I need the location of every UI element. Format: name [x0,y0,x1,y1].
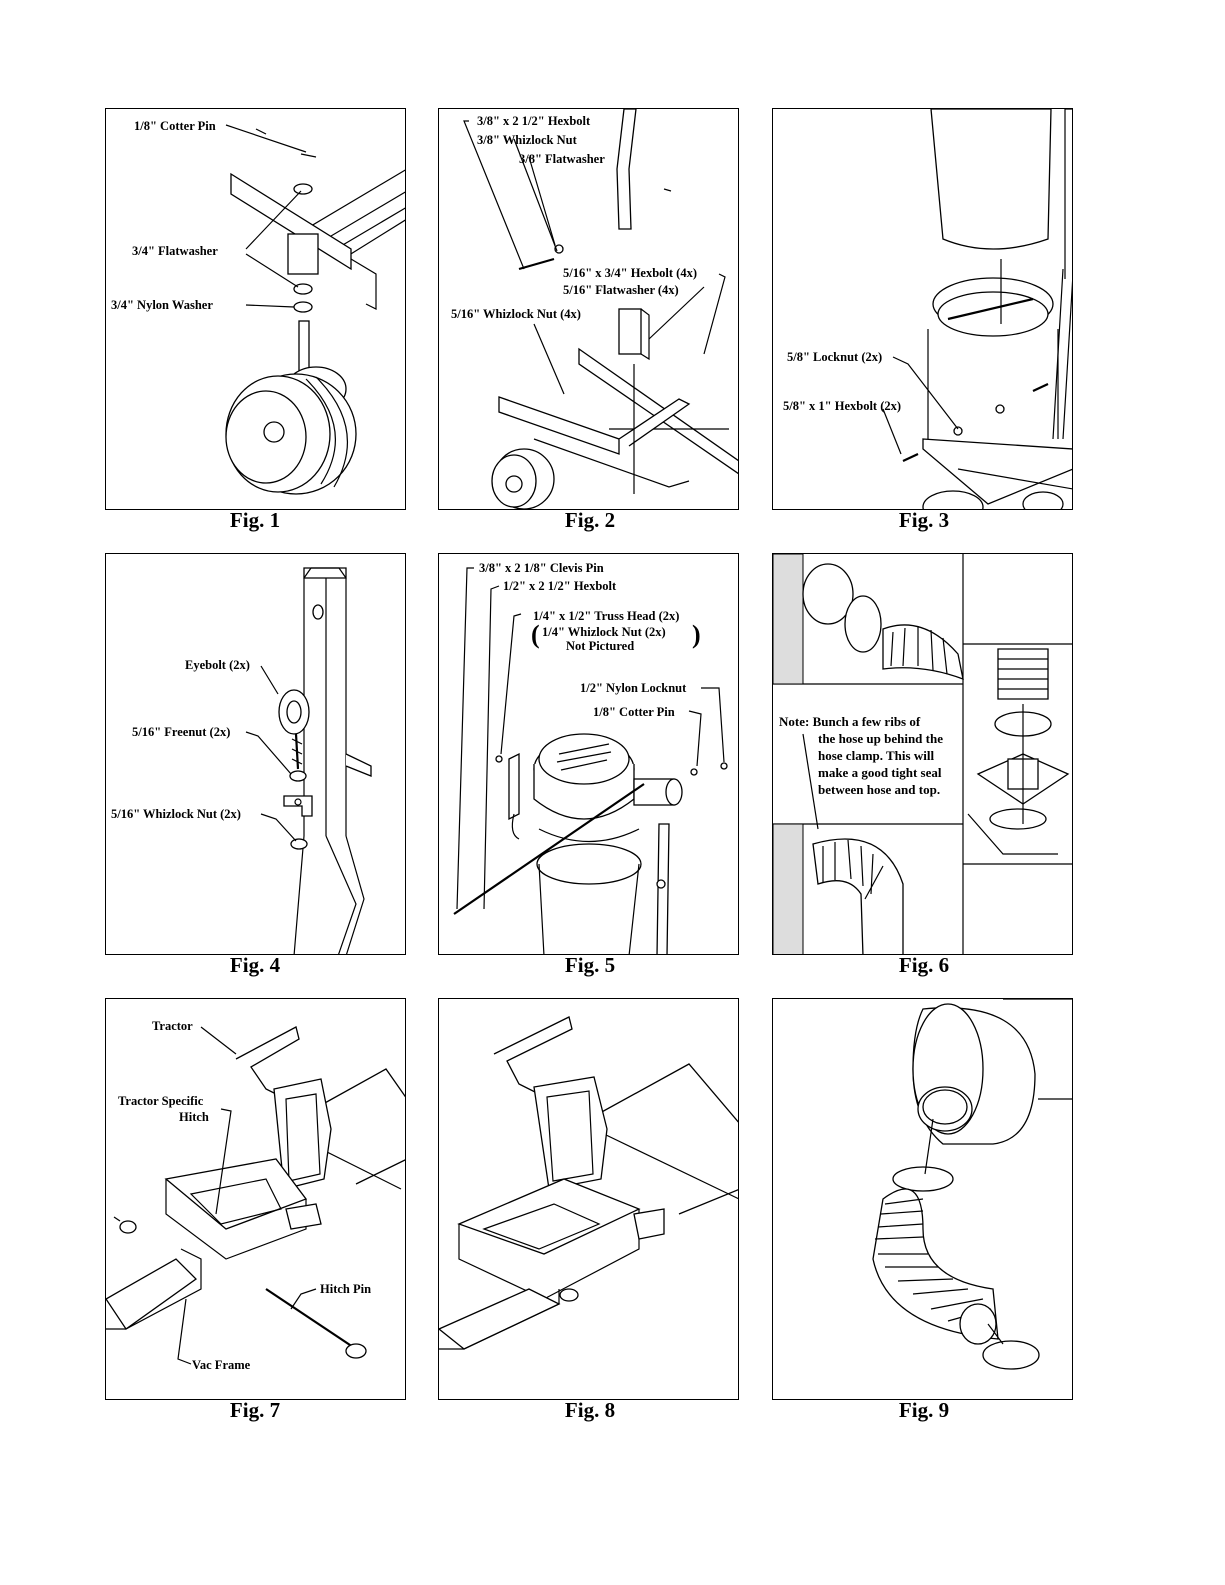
label-nylon-locknut: 1/2" Nylon Locknut [580,681,687,695]
figure-4-caption: Fig. 4 [229,953,281,977]
figure-4-drawing [245,567,372,954]
figure-6-panel: Note: Bunch a few ribs of the hose up be… [772,553,1073,955]
figure-3-panel: 5/8" Locknut (2x) 5/8" x 1" Hexbolt (2x) [772,108,1073,510]
label-eyebolt: Eyebolt (2x) [185,658,250,672]
note-line-1: Note: Bunch a few ribs of [779,714,921,729]
figure-7-panel: Tractor Tractor Specific Hitch Hitch Pin… [105,998,406,1400]
figure-9-panel [772,998,1073,1400]
note-line-2: the hose up behind the [818,731,943,746]
label-hexbolt-5-16: 5/16" x 3/4" Hexbolt (4x) [563,266,698,280]
note-line-4: make a good tight seal [818,765,942,780]
figure-2-caption: Fig. 2 [564,508,616,532]
label-flatwasher: 3/4" Flatwasher [132,244,218,258]
label-flatwasher-5-16: 5/16" Flatwasher (4x) [563,283,679,297]
figure-9-caption: Fig. 9 [898,1398,950,1422]
label-not-pictured: Not Pictured [566,639,635,653]
figure-5-caption: Fig. 5 [564,953,616,977]
figure-5-drawing [453,567,728,954]
paren-close: ) [692,620,701,649]
figure-7-caption: Fig. 7 [229,1398,281,1422]
label-tractor-specific: Tractor Specific [118,1094,204,1108]
label-clevis-pin: 3/8" x 2 1/8" Clevis Pin [479,561,604,575]
figure-6-caption: Fig. 6 [898,953,950,977]
label-whizlock-nut-1-4: 1/4" Whizlock Nut (2x) [542,625,666,639]
figure-3-caption: Fig. 3 [898,508,950,532]
note-line-5: between hose and top. [818,782,941,797]
label-cotter-pin-fig5: 1/8" Cotter Pin [593,705,675,719]
figure-1-panel: 1/8" Cotter Pin 3/4" Flatwasher 3/4" Nyl… [105,108,406,510]
figure-8-drawing [439,1016,738,1350]
label-hexbolt-5-8: 5/8" x 1" Hexbolt (2x) [783,399,902,413]
label-flatwasher-3-8: 3/8" Flatwasher [519,152,605,166]
label-cotter-pin: 1/8" Cotter Pin [134,119,216,133]
label-whizlock-nut-eyebolt: 5/16" Whizlock Nut (2x) [111,807,241,821]
figure-5-panel: 3/8" x 2 1/8" Clevis Pin 1/2" x 2 1/2" H… [438,553,739,955]
label-hexbolt-1-2: 1/2" x 2 1/2" Hexbolt [503,579,617,593]
label-vac-frame: Vac Frame [192,1358,251,1372]
label-freenut: 5/16" Freenut (2x) [132,725,231,739]
note-line-3: hose clamp. This will [818,748,935,763]
paren-open: ( [531,620,540,649]
label-locknut-5-8: 5/8" Locknut (2x) [787,350,883,364]
label-hitch: Hitch [179,1110,209,1124]
label-hexbolt-3-8: 3/8" x 2 1/2" Hexbolt [477,114,591,128]
figure-2-panel: 3/8" x 2 1/2" Hexbolt 3/8" Whizlock Nut … [438,108,739,510]
label-nylon-washer: 3/4" Nylon Washer [111,298,213,312]
figure-8-panel [438,998,739,1400]
figure-6-drawing [773,554,1072,954]
label-tractor: Tractor [152,1019,193,1033]
figure-9-drawing [872,999,1072,1370]
label-whizlock-nut-5-16: 5/16" Whizlock Nut (4x) [451,307,581,321]
figure-1-drawing [225,124,405,495]
label-whizlock-nut-3-8: 3/8" Whizlock Nut [477,133,577,147]
figure-1-caption: Fig. 1 [229,508,281,532]
figure-8-caption: Fig. 8 [564,1398,616,1422]
label-hitch-pin: Hitch Pin [320,1282,372,1296]
figure-2-drawing [463,109,738,509]
figure-4-panel: Eyebolt (2x) 5/16" Freenut (2x) 5/16" Wh… [105,553,406,955]
figure-3-drawing [882,109,1072,509]
figure-7-drawing [106,1026,405,1365]
label-truss-head: 1/4" x 1/2" Truss Head (2x) [533,609,680,623]
